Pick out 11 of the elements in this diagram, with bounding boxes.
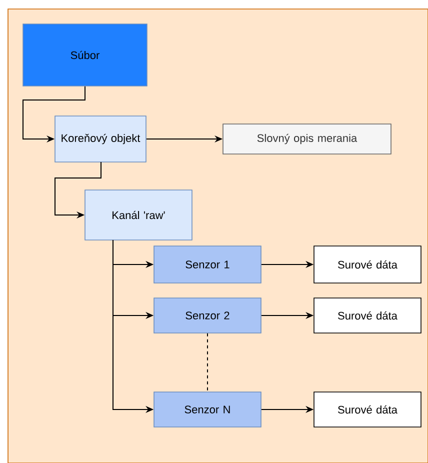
- object-box: Koreňový objekt: [54, 116, 146, 162]
- channel-box: Kanál 'raw': [84, 190, 192, 240]
- description-box: Slovný opis merania: [222, 124, 392, 154]
- data-box: Surové dáta: [314, 246, 422, 284]
- data-box: Surové dáta: [314, 392, 422, 428]
- connector-line: [207, 332, 208, 392]
- file-box: Súbor: [22, 24, 148, 86]
- sensor-box: Senzor N: [154, 392, 262, 428]
- data-box: Surové dáta: [314, 298, 422, 334]
- sensor-box: Senzor 1: [154, 246, 262, 284]
- sensor-box: Senzor 2: [154, 298, 262, 334]
